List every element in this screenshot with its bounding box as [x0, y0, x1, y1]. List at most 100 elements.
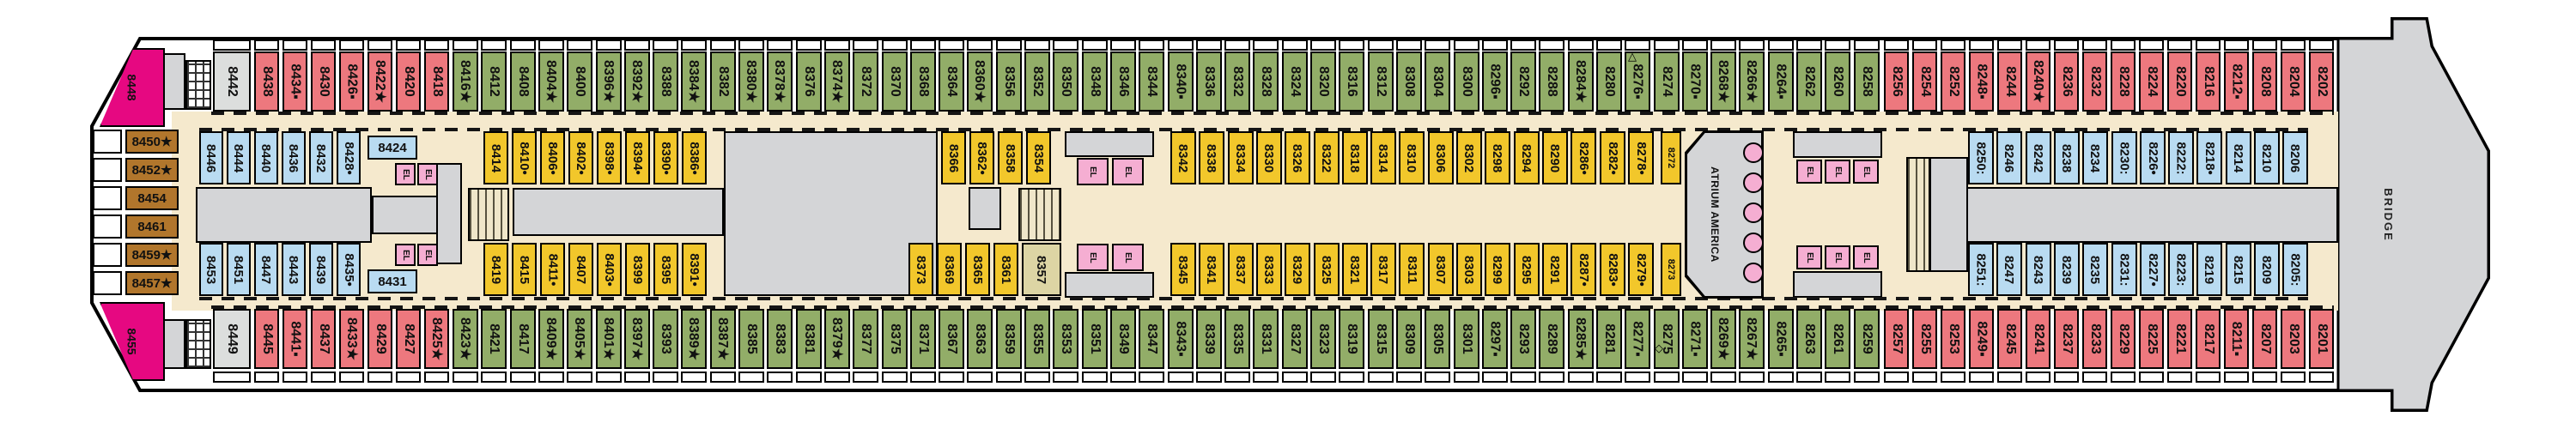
cabin-8390[interactable]: 8390• — [653, 131, 678, 184]
cabin-8344[interactable]: 8344 — [1139, 51, 1164, 112]
cabin-8224[interactable]: 8224 — [2139, 51, 2164, 112]
cabin-8375[interactable]: 8375 — [882, 309, 908, 369]
cabin-8446[interactable]: 8446 — [199, 131, 223, 184]
cabin-8219[interactable]: 8219 — [2196, 243, 2222, 296]
cabin-8302[interactable]: 8302 — [1456, 131, 1482, 184]
cabin-8268[interactable]: 8268★ — [1710, 51, 1736, 112]
cabin-8286[interactable]: 8286• — [1571, 131, 1596, 184]
cabin-8378[interactable]: 8378★ — [767, 51, 793, 112]
cabin-8333[interactable]: 8333 — [1256, 243, 1282, 296]
cabin-8386[interactable]: 8386• — [682, 131, 707, 184]
cabin-8354[interactable]: 8354 — [1026, 131, 1051, 184]
cabin-8252[interactable]: 8252 — [1941, 51, 1965, 112]
cabin-8308[interactable]: 8308 — [1396, 51, 1422, 112]
cabin-8325[interactable]: 8325 — [1314, 243, 1340, 296]
cabin-8368[interactable]: 8368 — [910, 51, 936, 112]
cabin-8265[interactable]: 8265▪ — [1768, 309, 1794, 369]
cabin-8227[interactable]: 8227• — [2140, 243, 2166, 296]
cabin-8235[interactable]: 8235 — [2082, 243, 2108, 296]
cabin-8415[interactable]: 8415 — [512, 243, 537, 296]
cabin-8380[interactable]: 8380★ — [738, 51, 764, 112]
cabin-8320[interactable]: 8320 — [1310, 51, 1336, 112]
cabin-8389[interactable]: 8389★ — [681, 309, 707, 369]
cabin-8270[interactable]: 8270▪ — [1682, 51, 1708, 112]
cabin-8289[interactable]: 8289 — [1539, 309, 1564, 369]
cabin-8246[interactable]: 8246 — [1996, 131, 2022, 184]
cabin-8237[interactable]: 8237 — [2054, 309, 2079, 369]
cabin-8210[interactable]: 8210 — [2254, 131, 2280, 184]
cabin-8364[interactable]: 8364 — [939, 51, 964, 112]
cabin-8445[interactable]: 8445 — [254, 309, 279, 369]
cabin-8236[interactable]: 8236 — [2054, 51, 2079, 112]
cabin-8357[interactable]: 8357 — [1022, 243, 1061, 296]
cabin-8234[interactable]: 8234 — [2082, 131, 2108, 184]
cabin-8360[interactable]: 8360★ — [967, 51, 993, 112]
cabin-8340[interactable]: 8340▪ — [1168, 51, 1194, 112]
cabin-8257[interactable]: 8257 — [1884, 309, 1909, 369]
cabin-8450[interactable]: 8450★ — [125, 130, 179, 154]
cabin-8438[interactable]: 8438 — [254, 51, 279, 112]
cabin-8419[interactable]: 8419 — [483, 243, 508, 296]
cabin-8292[interactable]: 8292 — [1510, 51, 1536, 112]
cabin-8409[interactable]: 8409★ — [538, 309, 564, 369]
cabin-8388[interactable]: 8388 — [653, 51, 678, 112]
cabin-8400[interactable]: 8400 — [567, 51, 592, 112]
cabin-8204[interactable]: 8204 — [2281, 51, 2306, 112]
cabin-8283[interactable]: 8283• — [1600, 243, 1625, 296]
cabin-8338[interactable]: 8338 — [1199, 131, 1224, 184]
cabin-8447[interactable]: 8447 — [254, 243, 278, 296]
cabin-8401[interactable]: 8401★ — [596, 309, 622, 369]
cabin-8310[interactable]: 8310 — [1399, 131, 1425, 184]
cabin-8228[interactable]: 8228 — [2111, 51, 2136, 112]
cabin-8304[interactable]: 8304 — [1425, 51, 1450, 112]
cabin-8311[interactable]: 8311 — [1399, 243, 1425, 296]
cabin-8327[interactable]: 8327 — [1282, 309, 1308, 369]
cabin-8436[interactable]: 8436 — [282, 131, 306, 184]
cabin-8355[interactable]: 8355 — [1024, 309, 1050, 369]
cabin-8372[interactable]: 8372 — [853, 51, 878, 112]
cabin-8449[interactable]: 8449 — [213, 309, 251, 369]
cabin-8398[interactable]: 8398• — [597, 131, 622, 184]
cabin-8244[interactable]: 8244 — [1997, 51, 2022, 112]
cabin-8329[interactable]: 8329 — [1285, 243, 1310, 296]
cabin-8323[interactable]: 8323 — [1310, 309, 1336, 369]
cabin-8317[interactable]: 8317 — [1370, 243, 1396, 296]
cabin-8293[interactable]: 8293 — [1510, 309, 1536, 369]
cabin-8239[interactable]: 8239 — [2054, 243, 2080, 296]
cabin-8274[interactable]: 8274 — [1654, 51, 1680, 112]
cabin-8273[interactable]: 8273 — [1661, 243, 1681, 296]
cabin-8335[interactable]: 8335 — [1224, 309, 1250, 369]
cabin-8218[interactable]: 8218• — [2196, 131, 2222, 184]
cabin-8392[interactable]: 8392★ — [624, 51, 650, 112]
cabin-8255[interactable]: 8255 — [1912, 309, 1937, 369]
cabin-8342[interactable]: 8342 — [1170, 131, 1196, 184]
cabin-8424[interactable]: 8424 — [368, 136, 417, 160]
cabin-8350[interactable]: 8350 — [1053, 51, 1078, 112]
cabin-8281[interactable]: 8281 — [1596, 309, 1622, 369]
cabin-8250[interactable]: 8250: — [1968, 131, 1994, 184]
cabin-8230[interactable]: 8230: — [2111, 131, 2137, 184]
cabin-8238[interactable]: 8238 — [2054, 131, 2080, 184]
cabin-8299[interactable]: 8299 — [1485, 243, 1510, 296]
cabin-8412[interactable]: 8412 — [481, 51, 507, 112]
cabin-8259[interactable]: 8259 — [1854, 309, 1880, 369]
cabin-8348[interactable]: 8348 — [1082, 51, 1108, 112]
cabin-8211[interactable]: 8211▪ — [2224, 309, 2249, 369]
cabin-8411[interactable]: 8411• — [540, 243, 565, 296]
cabin-8331[interactable]: 8331 — [1253, 309, 1279, 369]
cabin-8307[interactable]: 8307 — [1428, 243, 1454, 296]
cabin-8279[interactable]: 8279• — [1628, 243, 1654, 296]
cabin-8214[interactable]: 8214 — [2226, 131, 2251, 184]
cabin-8225[interactable]: 8225 — [2139, 309, 2164, 369]
cabin-8385[interactable]: 8385 — [738, 309, 764, 369]
cabin-8253[interactable]: 8253 — [1941, 309, 1965, 369]
cabin-8420[interactable]: 8420 — [396, 51, 421, 112]
cabin-8309[interactable]: 8309 — [1396, 309, 1422, 369]
cabin-8266[interactable]: 8266★ — [1739, 51, 1765, 112]
cabin-8371[interactable]: 8371 — [910, 309, 936, 369]
cabin-8404[interactable]: 8404★ — [538, 51, 564, 112]
cabin-8264[interactable]: 8264▪ — [1768, 51, 1794, 112]
cabin-8422[interactable]: 8422★ — [368, 51, 392, 112]
cabin-8215[interactable]: 8215 — [2226, 243, 2251, 296]
cabin-8205[interactable]: 8205: — [2282, 243, 2308, 296]
